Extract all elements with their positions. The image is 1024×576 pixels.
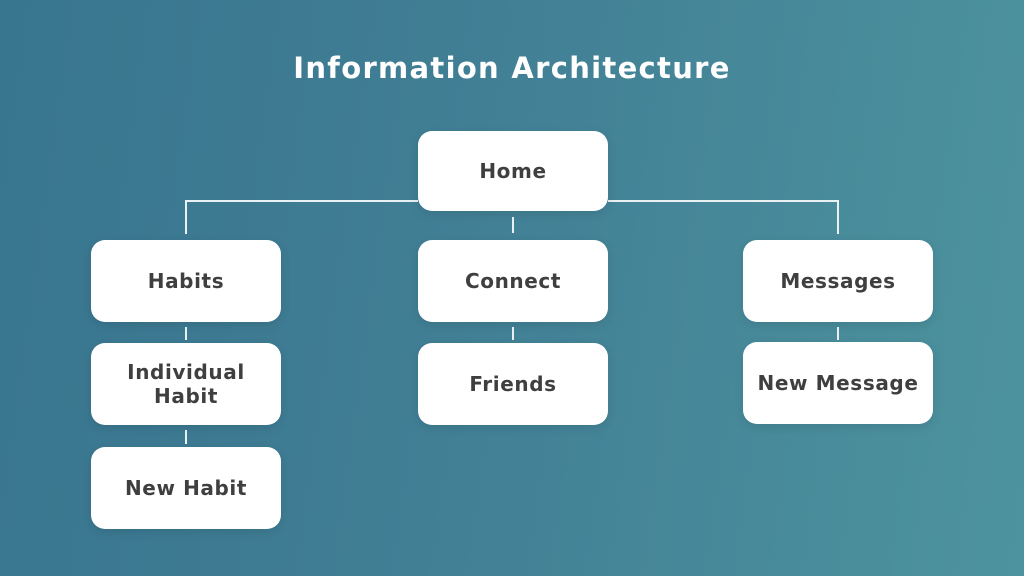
- connector-individual-habit-to-new-habit: [185, 430, 187, 444]
- node-friends: Friends: [418, 343, 608, 425]
- node-individual-habit: Individual Habit: [91, 343, 281, 425]
- connector-home-to-habits-horizontal: [185, 200, 418, 202]
- connector-messages-to-new-message: [837, 327, 839, 340]
- connector-home-to-connect: [512, 217, 514, 233]
- node-connect: Connect: [418, 240, 608, 322]
- connector-messages-elbow-vertical: [837, 200, 839, 234]
- node-habits: Habits: [91, 240, 281, 322]
- node-new-habit: New Habit: [91, 447, 281, 529]
- connector-connect-to-friends: [512, 327, 514, 340]
- page-title: Information Architecture: [293, 51, 731, 85]
- node-home-label: Home: [479, 159, 547, 183]
- node-new-habit-label: New Habit: [124, 476, 248, 500]
- node-new-message: New Message: [743, 342, 933, 424]
- connector-habits-to-individual-habit: [185, 327, 187, 340]
- connector-habits-elbow-vertical: [185, 200, 187, 234]
- node-individual-habit-label: Individual Habit: [127, 360, 245, 408]
- connector-home-to-messages-horizontal: [608, 200, 839, 202]
- node-friends-label: Friends: [469, 372, 557, 396]
- node-connect-label: Connect: [464, 269, 562, 293]
- node-home: Home: [418, 131, 608, 211]
- node-habits-label: Habits: [147, 269, 225, 293]
- node-messages: Messages: [743, 240, 933, 322]
- node-new-message-label: New Message: [757, 371, 919, 395]
- node-messages-label: Messages: [780, 269, 896, 293]
